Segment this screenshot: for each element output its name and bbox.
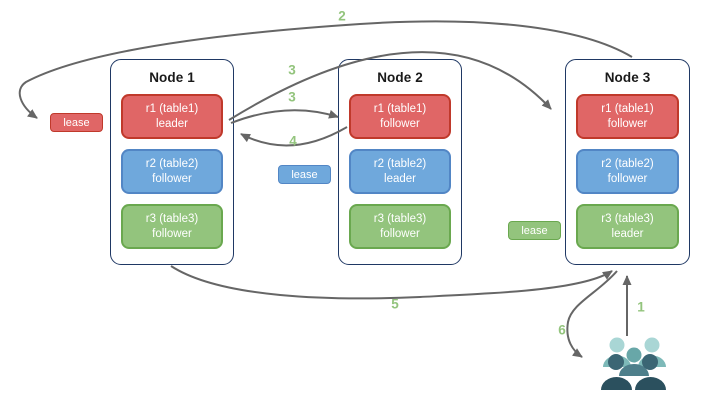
replica-role: leader (611, 227, 644, 240)
arrow-step-5 (170, 265, 613, 300)
node-1-replica-r1: r1 (table1) leader (121, 94, 223, 139)
step-label-3a: 3 (288, 62, 296, 78)
node-1: Node 1 r1 (table1) leader r2 (table2) fo… (110, 59, 234, 265)
node-3-replica-r3: r3 (table3) leader (576, 204, 679, 249)
step-label-1: 1 (637, 299, 645, 315)
replica-role: follower (380, 227, 420, 240)
replica-role: follower (607, 117, 648, 130)
replica-role: follower (152, 227, 192, 240)
step-label-3b: 3 (288, 89, 296, 105)
node-1-replica-r3: r3 (table3) follower (121, 204, 223, 249)
node-2: Node 2 r1 (table1) follower r2 (table2) … (338, 59, 462, 265)
node-2-replica-r1: r1 (table1) follower (349, 94, 451, 139)
replica-label: r3 (table3) (601, 212, 654, 225)
replica-label: r1 (table1) (145, 102, 199, 115)
users-icon (601, 337, 666, 390)
replica-role: follower (380, 117, 420, 130)
replica-label: r1 (table1) (373, 102, 427, 115)
replica-label: r1 (table1) (601, 102, 654, 115)
replica-role: follower (152, 172, 192, 185)
replica-label: r2 (table2) (601, 157, 654, 170)
replica-label: r3 (table3) (373, 212, 427, 225)
replica-role: follower (607, 172, 648, 185)
step-label-6: 6 (558, 322, 566, 338)
replica-label: r2 (table2) (145, 157, 199, 170)
lease-badge-green: lease (508, 221, 561, 240)
step-label-5: 5 (391, 296, 399, 312)
node-1-title: Node 1 (149, 70, 195, 85)
node-3-title: Node 3 (604, 70, 651, 85)
node-3-replica-r1: r1 (table1) follower (576, 94, 679, 139)
node-2-replica-r3: r3 (table3) follower (349, 204, 451, 249)
node-2-replica-r2: r2 (table2) leader (349, 149, 451, 194)
replica-role: leader (156, 117, 188, 130)
node-3: Node 3 r1 (table1) follower r2 (table2) … (565, 59, 690, 265)
lease-badge-red: lease (50, 113, 103, 132)
step-label-2: 2 (338, 8, 346, 24)
replica-label: r2 (table2) (373, 157, 427, 170)
node-2-title: Node 2 (377, 70, 423, 85)
lease-badge-blue: lease (278, 165, 331, 184)
replica-role: leader (384, 172, 416, 185)
node-1-replica-r2: r2 (table2) follower (121, 149, 223, 194)
replica-label: r3 (table3) (145, 212, 199, 225)
step-label-4: 4 (289, 133, 297, 149)
arrow-step-3-to-node2 (230, 109, 339, 124)
arrow-step-6 (566, 270, 618, 358)
node-3-replica-r2: r2 (table2) follower (576, 149, 679, 194)
